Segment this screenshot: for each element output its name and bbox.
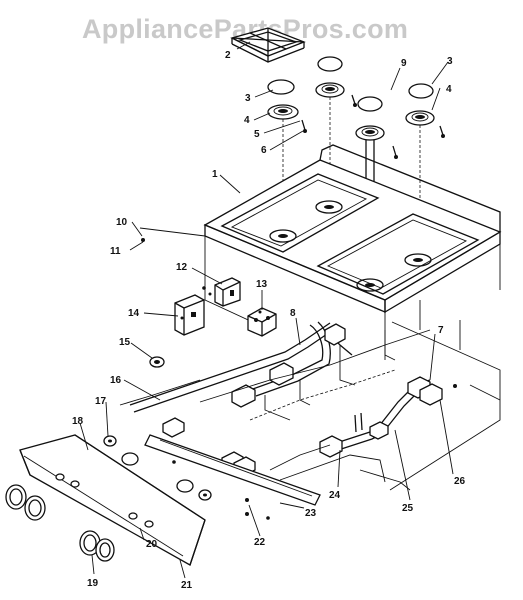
valve-rail [144, 434, 321, 506]
mounting-bracket [174, 294, 205, 336]
callout-4-left: 4 [244, 115, 250, 126]
igniter-electrodes [301, 94, 445, 159]
callout-8: 8 [290, 308, 296, 319]
callout-17: 17 [95, 396, 107, 407]
control-panel [19, 434, 206, 566]
callout-21: 21 [181, 580, 193, 591]
callout-25: 25 [402, 503, 414, 514]
callout-7: 7 [438, 325, 444, 336]
burner-heads [267, 82, 435, 141]
valve-fittings [162, 323, 443, 477]
callout-23: 23 [305, 508, 317, 519]
callout-2: 2 [225, 50, 231, 61]
igniter-module-bracket [214, 277, 241, 307]
callout-11: 11 [110, 246, 121, 257]
callout-1: 1 [212, 169, 218, 180]
callout-16: 16 [110, 375, 122, 386]
callout-labels: 2 3 3 4 4 5 6 9 1 10 11 12 13 14 8 7 15 … [72, 50, 466, 591]
callout-24: 24 [329, 490, 341, 501]
leader-lines [79, 41, 454, 579]
burner-grate [230, 27, 306, 63]
callout-22: 22 [254, 537, 266, 548]
burner-caps [267, 56, 434, 112]
callout-18: 18 [72, 416, 84, 427]
callout-20: 20 [146, 539, 158, 550]
callout-9: 9 [401, 58, 407, 69]
bottom-frame [119, 300, 501, 491]
spark-module [247, 307, 277, 337]
small-screws [141, 238, 457, 520]
cooktop-main-top [203, 144, 502, 314]
callout-5: 5 [254, 129, 260, 140]
callout-6: 6 [261, 145, 267, 156]
callout-4-right: 4 [446, 84, 452, 95]
callout-15: 15 [119, 337, 131, 348]
callout-10: 10 [116, 217, 128, 228]
callout-19: 19 [87, 578, 99, 589]
orifice-fitting [149, 356, 165, 368]
callout-3-right: 3 [447, 56, 453, 67]
callout-13: 13 [256, 279, 268, 290]
callout-12: 12 [176, 262, 188, 273]
callout-14: 14 [128, 308, 140, 319]
callout-26: 26 [454, 476, 466, 487]
callout-3-left: 3 [245, 93, 251, 104]
control-knobs [5, 484, 115, 562]
